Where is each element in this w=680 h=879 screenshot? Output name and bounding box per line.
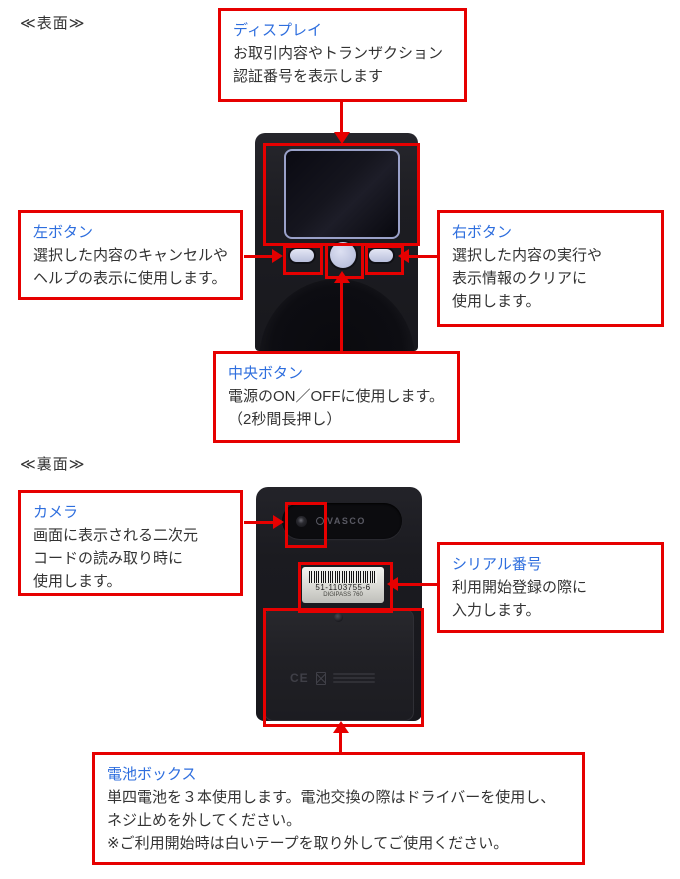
callout-camera-line: 画面に表示される二次元 <box>33 527 199 544</box>
callout-battery-title: 電池ボックス <box>107 766 197 783</box>
screw-icon <box>334 613 343 622</box>
back-section-label: ≪裏面≫ <box>20 456 86 473</box>
callout-right-button-line: 選択した内容の実行や <box>452 247 603 264</box>
callout-center-button-title: 中央ボタン <box>228 365 304 382</box>
serial-connector-line <box>398 583 437 586</box>
weee-icon <box>315 671 326 685</box>
callout-battery: 電池ボックス 単四電池を３本使用します。電池交換の際はドライバーを使用し、 ネジ… <box>92 752 585 865</box>
left-button-connector-line <box>244 255 273 258</box>
callout-left-button-line: ヘルプの表示に使用します。 <box>33 270 227 287</box>
battery-highlight-box <box>263 608 424 727</box>
callout-battery-line: 単四電池を３本使用します。電池交換の際はドライバーを使用し、 <box>107 789 556 806</box>
callout-center-button-line: （2秒間長押し） <box>228 411 342 428</box>
serial-highlight-box <box>298 562 393 613</box>
display-screen <box>284 149 400 239</box>
camera-lens <box>296 516 307 527</box>
callout-battery-line: ※ご利用開始時は白いテープを取り外してご使用ください。 <box>107 835 509 852</box>
battery-cover: CE <box>264 609 414 721</box>
callout-right-button-title: 右ボタン <box>452 224 513 241</box>
device-front-photo <box>255 133 418 351</box>
callout-serial-line: 利用開始登録の際に <box>452 579 588 596</box>
arrow-left-icon <box>387 577 398 591</box>
right-button-connector-line <box>409 255 438 258</box>
callout-display-line: 認証番号を表示します <box>233 68 384 85</box>
ce-mark: CE <box>290 671 309 685</box>
callout-display: ディスプレイ お取引内容やトランザクション 認証番号を表示します <box>218 8 467 102</box>
callout-center-button: 中央ボタン 電源のON／OFFに使用します。 （2秒間長押し） <box>213 351 460 443</box>
camera-recess: VASCO <box>282 503 402 539</box>
callout-left-button-title: 左ボタン <box>33 224 94 241</box>
embossed-text <box>332 671 375 685</box>
callout-left-button: 左ボタン 選択した内容のキャンセルや ヘルプの表示に使用します。 <box>18 210 243 300</box>
right-button <box>369 249 393 262</box>
arrow-right-icon <box>272 249 283 263</box>
battery-connector-line <box>339 733 342 752</box>
left-button-highlight-box <box>283 245 323 275</box>
barcode-icon <box>309 571 377 583</box>
display-connector-line <box>340 102 343 134</box>
serial-label: 51-1103755-6 DIGIPASS 760 <box>302 567 384 603</box>
front-section-label: ≪表面≫ <box>20 15 86 32</box>
callout-camera-title: カメラ <box>33 504 79 521</box>
arrow-down-icon <box>334 132 350 144</box>
arrow-right-icon <box>273 515 284 529</box>
display-highlight-box <box>263 143 420 246</box>
callout-display-line: お取引内容やトランザクション <box>233 45 444 62</box>
device-back-photo: VASCO 51-1103755-6 DIGIPASS 760 CE <box>256 487 422 721</box>
callout-serial-line: 入力します。 <box>452 602 541 619</box>
callout-left-button-line: 選択した内容のキャンセルや <box>33 247 229 264</box>
brand-logo: VASCO <box>316 514 398 528</box>
callout-right-button-line: 使用します。 <box>452 293 541 310</box>
arrow-up-icon <box>334 271 350 283</box>
speaker-circle <box>259 279 415 351</box>
callout-battery-line: ネジ止めを外してください。 <box>107 812 302 829</box>
callout-right-button: 右ボタン 選択した内容の実行や 表示情報のクリアに 使用します。 <box>437 210 664 327</box>
arrow-left-icon <box>398 249 409 263</box>
callout-serial: シリアル番号 利用開始登録の際に 入力します。 <box>437 542 664 633</box>
callout-camera-line: 使用します。 <box>33 573 122 590</box>
camera-highlight-box <box>285 502 327 548</box>
camera-connector-line <box>244 521 274 524</box>
model-text: DIGIPASS 760 <box>323 592 363 598</box>
callout-serial-title: シリアル番号 <box>452 556 542 573</box>
left-button <box>290 249 314 262</box>
center-button <box>330 242 356 268</box>
callout-camera-line: コードの読み取り時に <box>33 550 184 567</box>
brand-name: VASCO <box>327 516 366 526</box>
arrow-up-icon <box>333 721 349 733</box>
callout-camera: カメラ 画面に表示される二次元 コードの読み取り時に 使用します。 <box>18 490 243 596</box>
callout-display-title: ディスプレイ <box>233 22 322 39</box>
center-button-connector-line <box>340 282 343 351</box>
serial-number-text: 51-1103755-6 <box>315 583 371 592</box>
vasco-logo-icon <box>316 517 324 525</box>
regulatory-marks: CE <box>290 671 375 685</box>
callout-center-button-line: 電源のON／OFFに使用します。 <box>228 388 444 405</box>
callout-right-button-line: 表示情報のクリアに <box>452 270 588 287</box>
